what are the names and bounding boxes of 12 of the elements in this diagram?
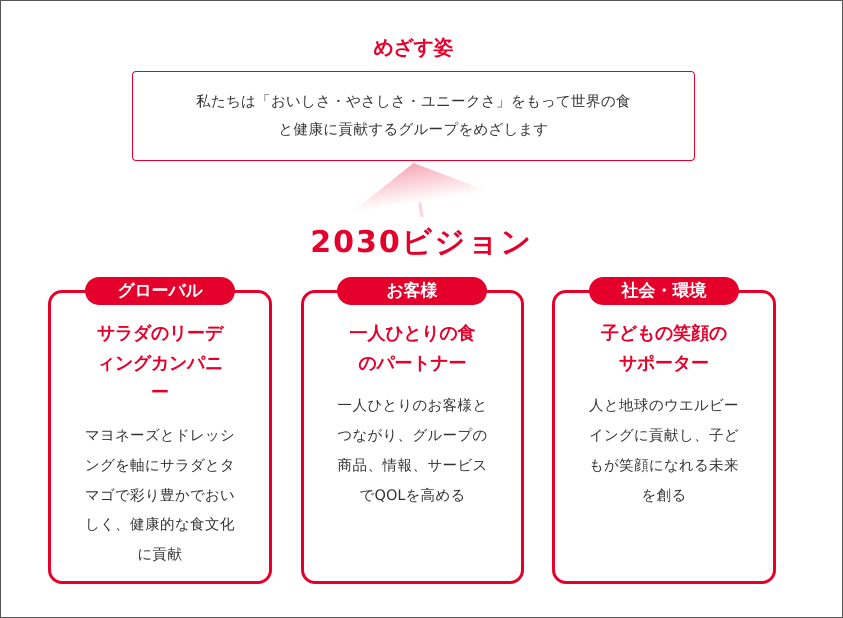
vision-title: 2030ビジョン xyxy=(310,224,534,262)
vision-heading: サラダのリーディングカンパニー xyxy=(97,322,223,406)
vision-heading: 一人ひとりの食のパートナー xyxy=(350,322,476,376)
category-tab: 社会・環境 xyxy=(589,277,739,305)
vision-heading: 子どもの笑顔のサポーター xyxy=(601,322,727,376)
vision-description: 一人ひとりのお客様とつながり、グループの商品、情報、サービスでQOLを高める xyxy=(336,396,488,506)
section-heading: めざす姿 xyxy=(374,34,454,61)
vision-description: マヨネーズとドレッシングを軸にサラダとタマゴで彩り豊かでおいしく、健康的な食文化に貢献 xyxy=(84,427,236,565)
goal-statement: 私たちは「おいしさ・やさしさ・ユニークさ」をもって世界の食と健康に貢献するグループをめざします xyxy=(195,92,632,140)
category-tab: グローバル xyxy=(85,277,235,305)
vision-description: 人と地球のウエルビーイングに貢献し、子どもが笑顔になれる未来を創る xyxy=(588,397,740,506)
category-tab: お客様 xyxy=(337,277,487,305)
